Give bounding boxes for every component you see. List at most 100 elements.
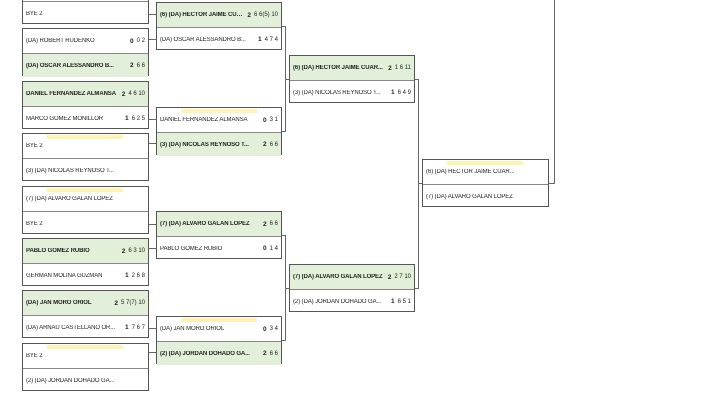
player-row-winner[interactable]: (6) (DA) HECTOR JAIME CUAR... 2 6 6(5) 1… [157,3,281,27]
player-row-winner[interactable]: (2) (DA) JORDAN DOHADO GA... 2 6 6 [157,341,281,365]
set-scores: 6 2 5 [131,115,145,122]
sets-won: 1 [125,272,129,279]
r1-match-3: DANIEL FERNANDEZ ALMANSA 2 4 6 10 MARCO … [22,81,149,129]
sets-won: 2 [263,350,267,357]
player-name: BYE 2 [26,353,43,359]
player-name: PABLO GOMEZ RUBIO [26,248,90,254]
player-row[interactable]: (7) (DA) ALVARO GALAN LOPEZ [423,184,548,208]
player-row-winner[interactable]: (DA) OSCAR ALESSANDRO B... 2 6 6 [23,53,148,77]
player-name: (6) (DA) HECTOR JAIME CUAR... [426,169,515,175]
connector-line [418,79,419,289]
player-row-winner[interactable]: (7) (DA) ALVARO GALAN LOPEZ 2 2 7 10 [290,265,414,289]
connector-line [415,79,419,80]
player-name: BYE 2 [26,10,43,17]
player-name: (3) (DA) NICOLAS REYNOSO T... [26,167,114,174]
player-row[interactable]: (DA) ROBERT RUDENKO 0 0 2 [23,29,148,53]
player-row[interactable]: (3) (DA) NICOLAS REYNOSO T... 1 6 4 9 [290,80,414,104]
player-row-winner[interactable]: DANIEL FERNANDEZ ALMANSA 2 4 6 10 [23,82,148,106]
player-row-winner[interactable]: (3) (DA) NICOLAS REYNOSO T... 2 6 6 [157,132,281,156]
player-row[interactable]: DANIEL FERNANDEZ ALMANSA 0 3 1 [157,108,281,132]
set-scores: 6 3 10 [128,248,145,254]
connector-line [418,183,422,184]
set-scores: 6 5 1 [397,298,411,305]
sets-won: 2 [114,299,118,307]
player-row[interactable]: (DA) ARNAU CASTELLANO OR... 1 7 6 7 [23,315,148,339]
highlight-bar [181,109,257,113]
r4-match-1: (6) (DA) HECTOR JAIME CUAR... (7) (DA) A… [422,159,549,207]
player-row[interactable]: (7) (DA) ALVARO GALAN LOPEZ [23,187,148,211]
connector-line [149,352,156,353]
connector-line [149,248,156,249]
player-name: PABLO GOMEZ RUBIO [160,245,223,252]
player-name: (7) (DA) ALVARO GALAN LOPEZ [160,221,250,227]
sets-won: 1 [258,36,262,43]
player-row[interactable]: (2) (DA) JORDAN DOHADO GA... [23,368,148,392]
set-scores: 6 6(5) 10 [253,12,278,18]
sets-won: 1 [125,324,129,331]
player-row-winner[interactable]: (DA) JAN MORO ORIOL 2 5 7(7) 10 [23,291,148,315]
set-scores: 2 6 8 [131,272,145,279]
r1-match-6: PABLO GOMEZ RUBIO 2 6 3 10 GERMAN MOLINA… [22,238,149,286]
player-row[interactable]: (3) (DA) NICOLAS REYNOSO T... [23,158,148,182]
sets-won: 1 [125,115,129,122]
sets-won: 0 [263,325,267,333]
player-row[interactable]: BYE 2 [23,134,148,158]
player-row[interactable]: (DA) JAN MORO ORIOL 0 3 4 [157,317,281,341]
r3-match-2: (7) (DA) ALVARO GALAN LOPEZ 2 2 7 10 (2)… [289,264,415,312]
set-scores: 3 1 [269,117,278,123]
player-name: DANIEL FERNANDEZ ALMANSA [26,91,116,97]
player-row[interactable]: (2) (DA) JORDAN DOHADO GA... 1 6 5 1 [290,289,414,313]
set-scores: 4 7 4 [264,36,278,43]
player-name: (DA) JAN MORO ORIOL [160,326,225,332]
connector-line [554,0,555,184]
highlight-bar [47,135,123,139]
sets-won: 0 [263,245,267,252]
sets-won: 2 [121,247,126,255]
player-row[interactable]: BYE 2 [23,211,148,235]
connector-line [149,143,156,144]
player-name: (DA) JAN MORO ORIOL [26,300,92,306]
r2-match-4: (DA) JAN MORO ORIOL 0 3 4 (2) (DA) JORDA… [156,316,282,365]
set-scores: 3 4 [269,326,278,332]
player-name: BYE 2 [26,220,43,227]
player-row[interactable]: MARCO GOMEZ MONILLOR 1 6 2 5 [23,106,148,130]
player-row[interactable]: BYE 2 [23,344,148,368]
sets-won: 1 [391,298,395,305]
connector-line [285,79,289,80]
player-name: (6) (DA) HECTOR JAIME CUAR... [160,12,246,18]
player-name: (2) (DA) JORDAN DOHADO GA... [293,298,382,305]
r1-match-4: BYE 2 (3) (DA) NICOLAS REYNOSO T... [22,133,149,181]
r1-match-7: (DA) JAN MORO ORIOL 2 5 7(7) 10 (DA) ARN… [22,290,149,338]
highlight-bar [47,188,123,192]
player-row[interactable]: GERMAN MOLINA GUZMAN 1 2 6 8 [23,263,148,287]
r1-match-2: (DA) ROBERT RUDENKO 0 0 2 (DA) OSCAR ALE… [22,28,149,77]
r2-match-2: DANIEL FERNANDEZ ALMANSA 0 3 1 (3) (DA) … [156,107,282,156]
sets-won: 2 [121,90,126,98]
player-name: BYE 2 [26,143,43,149]
player-row-winner[interactable]: PABLO GOMEZ RUBIO 2 6 3 10 [23,239,148,263]
player-name: (DA) ARNAU CASTELLANO OR... [26,324,115,331]
r2-match-1: (6) (DA) HECTOR JAIME CUAR... 2 6 6(5) 1… [156,2,282,50]
player-name: (7) (DA) ALVARO GALAN LOPEZ [426,193,513,200]
player-name: (3) (DA) NICOLAS REYNOSO T... [160,141,249,148]
player-row[interactable]: PABLO GOMEZ RUBIO 0 1 4 [157,236,281,260]
player-row-winner[interactable]: (6) (DA) HECTOR JAIME CUAR... 2 1 6 11 [290,56,414,80]
player-name: (DA) ROBERT RUDENKO [26,38,95,44]
sets-won: 2 [247,11,251,19]
set-scores: 2 7 10 [394,274,411,280]
player-name: (6) (DA) HECTOR JAIME CUAR... [293,65,383,71]
player-row[interactable]: (6) (DA) HECTOR JAIME CUAR... [423,160,548,184]
player-row[interactable]: BYE 2 [23,1,148,25]
player-row-winner[interactable]: (7) (DA) ALVARO GALAN LOPEZ 2 6 6 [157,212,281,236]
connector-line [282,131,286,132]
highlight-bar [181,318,257,322]
connector-line [282,235,286,236]
player-row[interactable]: (DA) OSCAR ALESSANDRO B... 1 4 7 4 [157,27,281,51]
player-name: (7) (DA) ALVARO GALAN LOPEZ [26,196,113,202]
set-scores: 7 6 7 [131,324,145,331]
set-scores: 6 6 [269,221,278,227]
connector-line [549,183,555,184]
player-name: (DA) OSCAR ALESSANDRO B... [26,62,114,69]
player-name: (7) (DA) ALVARO GALAN LOPEZ [293,274,383,280]
r1-match-1: BYE 2 [22,0,149,24]
